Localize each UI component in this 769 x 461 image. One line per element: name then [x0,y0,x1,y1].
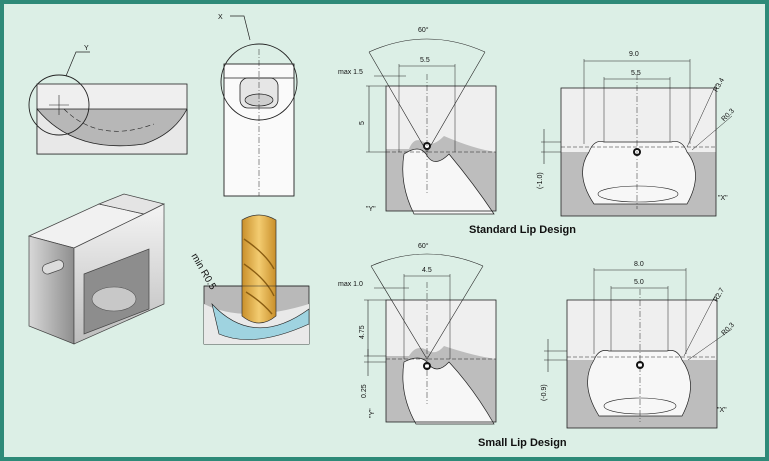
standard-view-y-label: "Y" [366,206,376,213]
small-offset-x: (-0.9) [541,384,548,401]
standard-radius-outer: R3.4 [713,77,727,93]
standard-radius-inner: R0.3 [720,108,735,123]
small-width-x: 8.0 [634,261,644,268]
part-3d-illustration [27,193,166,345]
standard-offset-x: (-1.0) [537,172,544,189]
small-inner-x: 5.0 [634,279,644,286]
small-max-label: max 1.0 [338,281,363,288]
standard-max-label: max 1.5 [338,69,363,76]
small-view-x: 8.0 5.0 R2.7 R0.3 (-0.9) "X" [541,261,736,429]
small-view-x-label: "X" [717,407,727,414]
small-radius-outer: R2.7 [713,287,727,303]
lip-design-drawing: Y X min R0.5 [27,14,736,449]
standard-inner-x: 5.5 [631,70,641,77]
detail-circle-x [220,43,298,121]
standard-width-x: 9.0 [629,51,639,58]
end-mill-tool [241,214,277,324]
min-radius-label: min R0.5 [188,252,218,293]
small-depth-small: 0.25 [361,384,368,398]
small-radius-inner: R0.3 [720,322,735,337]
standard-view-x-label: "X" [718,195,728,202]
standard-depth: 5 [359,121,366,125]
diagram-frame: Y X min R0.5 [4,4,765,457]
front-view: X [218,14,298,197]
small-depth: 4.75 [359,325,366,339]
side-section-view: Y [28,45,188,155]
small-lip-width: 4.5 [422,267,432,274]
small-view-y: 60° 4.5 max 1.0 4.75 0.25 "Y" [338,242,497,425]
standard-caption: Standard Lip Design [469,224,576,236]
small-caption: Small Lip Design [478,437,567,449]
standard-angle: 60° [418,26,429,34]
tool-illustration: min R0.5 [188,214,310,345]
small-view-y-label: "Y" [369,408,376,418]
small-angle: 60° [418,242,429,250]
standard-view-x: 9.0 5.5 R3.4 R0.3 (-1.0) "X" [537,51,736,217]
detail-circle-y [28,74,90,136]
standard-lip-width: 5.5 [420,57,430,64]
detail-y-label: Y [84,45,89,52]
standard-view-y: 60° 5.5 max 1.5 5 "Y" [338,26,497,215]
detail-x-label: X [218,14,223,21]
